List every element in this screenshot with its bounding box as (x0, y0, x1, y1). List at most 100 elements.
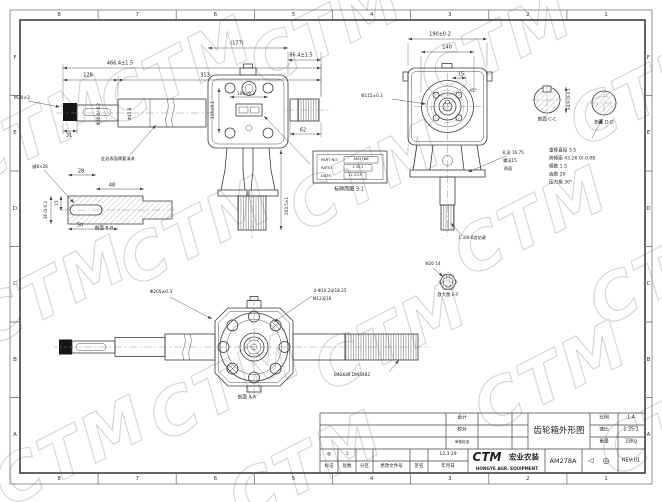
label-shaft-dia-45: Φ45.8 (126, 107, 132, 121)
label-len-31: 31 (65, 132, 73, 139)
label-housing-width: (177) (230, 40, 244, 47)
label-tapped-note1: 4-Φ10.2深18.25 (313, 287, 347, 293)
label-approve-label: 审核批准 (454, 440, 470, 445)
zone-letter-right: F (646, 54, 651, 61)
label-date-label: DATE: (321, 173, 333, 179)
label-bolt-span-108: 108±0.3 (236, 90, 256, 96)
label-len-28: 28 (77, 168, 85, 175)
zone-letter-right: C (646, 281, 651, 288)
label-spline-spec: B40X36 DIN5482 (334, 371, 370, 377)
zone-number-bottom: 8 (57, 475, 61, 482)
label-caption: 标牌简图 3:1 (334, 186, 364, 193)
label-section-cc: 剖面 C-C (537, 117, 557, 123)
label-rev-count: 1 (345, 451, 349, 457)
zone-letter-left: B (13, 356, 17, 363)
label-drawing-title: 齿轮箱外形图 (533, 425, 585, 436)
label-hole-depth-note2: 螺深15 (503, 157, 517, 163)
label-scale-value: 1:4 (627, 415, 635, 421)
zone-number-bottom: 1 (604, 475, 608, 482)
label-len-62: 62 (299, 127, 307, 134)
label-over-pins: 跨棒距 43.26 0/-0.08 (549, 156, 596, 162)
label-module: 模数 1.5 (549, 164, 567, 170)
label-flange-dia: Φ115±0.3 (361, 92, 383, 98)
zone-number-bottom: 6 (213, 475, 218, 482)
label-part-number: AM278A (549, 456, 577, 465)
label-rev-value: REV:01 (621, 457, 641, 464)
zone-letter-right: A (646, 432, 651, 439)
label-4: 签名 (414, 463, 424, 469)
nameplate-detail (263, 115, 388, 184)
label-logo-cn: 宏业农装 (509, 452, 539, 462)
label-len-15-r: 15 (457, 71, 465, 78)
label-len-103: 103.5±1 (283, 196, 289, 216)
label-flange-od: Φ205±0.3 (149, 289, 173, 295)
label-section-dd: 剖面 D-D (594, 120, 614, 126)
label-weight-value: 33Kg (624, 439, 638, 445)
zone-letter-left: C (13, 281, 17, 288)
title-block-grid (319, 412, 645, 473)
label-pto-spline: 1 3/8-6齿花键 (458, 234, 486, 240)
input-shaft-view (27, 64, 322, 156)
label-part-no-label: PART NO: (321, 157, 339, 163)
label-thread-m30: M30×2 (13, 95, 31, 101)
label-1: 处数 (342, 463, 352, 469)
label-scale-label: 比例 (599, 415, 609, 421)
label-hole-depth-note3: 两面 (503, 165, 513, 171)
label-shaft-dia-40: Φ40 0/-0.2 (95, 102, 101, 126)
label-speed-ratio-label: 速比 (599, 427, 609, 433)
label-len-313: 313 (200, 72, 210, 79)
label-part-no-value: AM278A (353, 157, 369, 162)
label-3: 更改文件号 (380, 463, 403, 469)
label-speed-ratio-value: 1.35:1 (623, 427, 639, 433)
label-key-spec: 键8×28 (32, 163, 48, 169)
label-section-aa: 剖面 A-A (237, 395, 257, 401)
label-overall-length: 466.4±1.5 (106, 60, 134, 67)
zone-number-bottom: 2 (526, 475, 530, 482)
label-design-label: 设计 (457, 415, 467, 421)
flange-section-view (54, 295, 430, 396)
gearbox-front-view (207, 46, 330, 238)
label-dia-349: 34.9 0/-0.1 (566, 88, 571, 110)
label-detail-dia: Φ26 14 (425, 260, 441, 266)
label-pressure-angle: 压力角 30° (549, 180, 573, 186)
label-len-15-b: 15 (53, 200, 59, 206)
label-len-128: 128 (83, 72, 93, 79)
label-rev-date: 12.3.29 (439, 451, 457, 457)
section-bb-view (43, 169, 178, 231)
zone-letter-left: F (13, 54, 17, 61)
zone-number-top: 8 (57, 12, 61, 18)
label-rev-mark: ⊛ (326, 451, 332, 458)
zone-number-top: 3 (447, 12, 452, 18)
label-pin-dia: 量棒直径 3.5 (549, 148, 577, 154)
label-0: 标记 (324, 463, 334, 469)
zone-number-bottom: 7 (135, 475, 139, 482)
zone-number-top: 5 (291, 12, 296, 18)
label-len-86: 86.4±1.5 (289, 52, 313, 59)
label-hole-depth-note1: 孔深 16.75 (502, 149, 524, 155)
zone-number-bottom: 3 (447, 475, 452, 482)
zone-number-top: 6 (213, 12, 218, 18)
zone-letter-right: B (646, 356, 651, 363)
zone-number-top: 4 (369, 12, 374, 18)
label-ratio-label: RATIO: (321, 165, 334, 171)
zone-letter-left: E (13, 130, 17, 137)
label-section-bb: 剖面 B-B (94, 226, 114, 232)
label-len-50: 50 (76, 222, 84, 229)
label-paint-note: 此处表面需要清漆 (101, 155, 135, 161)
label-len-140: 140 (442, 44, 452, 51)
zone-letter-right: D (646, 205, 651, 212)
label-5: 年月日 (441, 463, 455, 469)
label-weight-label: 重量 (599, 439, 609, 445)
label-tapped-note2: M12深18 (312, 295, 332, 301)
section-cc-dd-views (531, 84, 618, 139)
label-angle-45: 45° (469, 87, 477, 93)
label-ratio-value: 1.35:1 (352, 165, 364, 170)
label-date-value: 12.3.29 (348, 173, 362, 178)
zone-letter-right: E (646, 130, 651, 137)
gearbox-side-view (391, 37, 507, 237)
spline-detail-view (432, 267, 458, 292)
label-logo-en: HONGYE AGR. EQUIPMENT (475, 465, 539, 471)
projection-cone-icon: ◁ (588, 456, 594, 465)
